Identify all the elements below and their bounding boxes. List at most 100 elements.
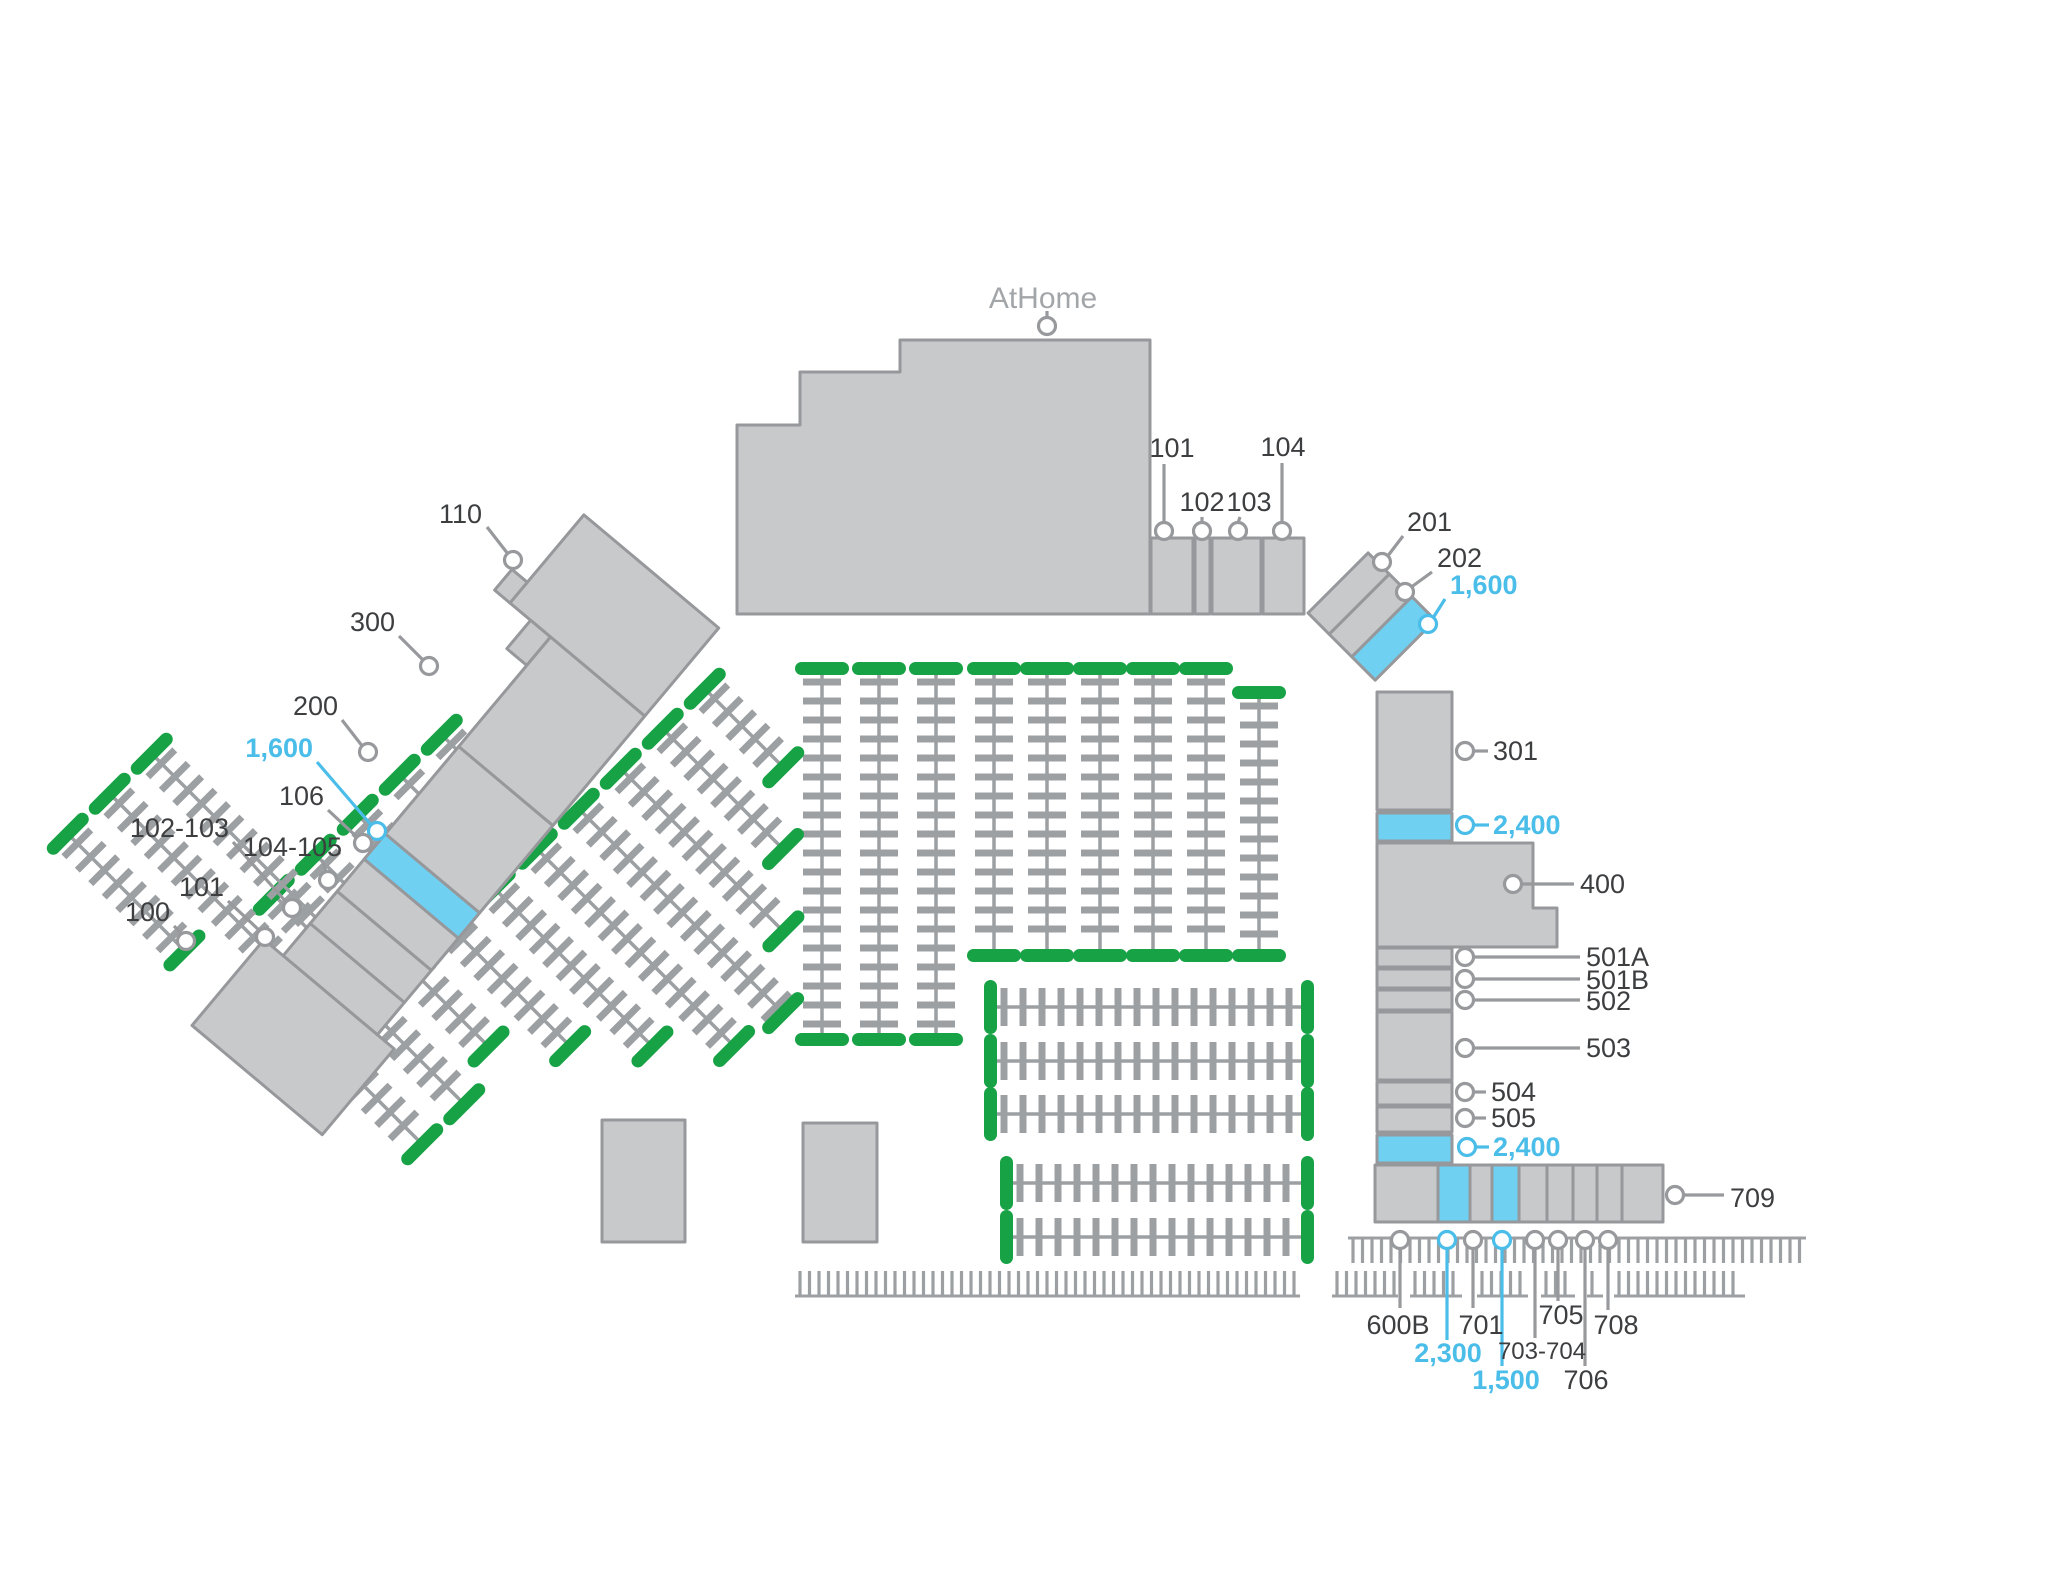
curb-end-icon xyxy=(599,747,642,790)
unit-number-label-u300: 300 xyxy=(350,607,395,637)
parking-row xyxy=(1232,686,1286,962)
parking-row xyxy=(473,867,674,1068)
curb-end-icon xyxy=(1073,662,1127,675)
leader-dot-u106 xyxy=(352,832,374,854)
parking-row xyxy=(130,732,347,949)
unit-number-label-u106: 106 xyxy=(279,781,324,811)
unit-202b-available[interactable] xyxy=(1350,595,1437,682)
leader-dot-u201 xyxy=(1371,551,1393,573)
leader-dot-u701 xyxy=(1462,1229,1484,1251)
leader-dot-u110 xyxy=(502,549,524,571)
unit-2300-available[interactable] xyxy=(1436,1163,1472,1224)
unit-103-right xyxy=(1210,536,1263,616)
unit-number-label-u100: 100 xyxy=(125,897,170,927)
leader-dot-u104105 xyxy=(317,869,339,891)
available-sqft-label-sf2300[interactable]: 2,300 xyxy=(1414,1338,1482,1368)
unit-703-704 xyxy=(1517,1163,1549,1224)
anchor-tenant-label-athome: AtHome xyxy=(989,282,1097,315)
leader-lines-layer xyxy=(172,311,1724,1366)
leader-dot-sf1600R xyxy=(1417,613,1439,635)
unit-number-label-u200: 200 xyxy=(293,691,338,721)
leader-dot-u600B xyxy=(1389,1229,1411,1251)
curb-end-icon xyxy=(795,662,849,675)
unit-1500-available[interactable] xyxy=(1490,1163,1521,1224)
unit-number-label-u504: 504 xyxy=(1491,1077,1536,1107)
unit-number-label-u708: 708 xyxy=(1593,1310,1638,1340)
parking-row xyxy=(852,662,906,1046)
curb-end-icon xyxy=(909,662,963,675)
curb-end-icon xyxy=(762,746,805,789)
curb-end-icon xyxy=(909,1033,963,1046)
unit-501B xyxy=(1375,967,1454,990)
unit-number-label-u102103: 102-103 xyxy=(130,813,229,843)
unit-2400b-available[interactable] xyxy=(1375,1133,1454,1165)
leader-line-u106 xyxy=(326,808,360,840)
unit-501A xyxy=(1375,946,1454,969)
unit-708 xyxy=(1595,1163,1624,1224)
parking-row xyxy=(557,787,805,1035)
leader-dot-u200 xyxy=(357,741,379,763)
available-sqft-label-sf1500[interactable]: 1,500 xyxy=(1472,1365,1540,1395)
curb-end-icon xyxy=(713,1025,756,1068)
unit-100 xyxy=(190,938,396,1137)
unit-number-label-u301: 301 xyxy=(1493,736,1538,766)
leader-dot-u103R xyxy=(1227,520,1249,542)
unit-number-label-u104R: 104 xyxy=(1260,432,1305,462)
unit-number-label-u201: 201 xyxy=(1407,507,1452,537)
curb-end-icon xyxy=(967,949,1021,962)
curb-end-icon xyxy=(984,1087,997,1141)
curb-end-icon xyxy=(1000,1156,1013,1210)
unit-number-label-u501A: 501A xyxy=(1586,942,1649,972)
curb-end-icon xyxy=(852,1033,906,1046)
curb-end-icon xyxy=(683,667,726,710)
leader-dot-u708 xyxy=(1597,1229,1619,1251)
leader-dot-u502 xyxy=(1454,989,1476,1011)
available-sqft-label-sf2400a[interactable]: 2,400 xyxy=(1493,810,1561,840)
parking-row xyxy=(984,980,1314,1034)
leader-dot-u501B xyxy=(1454,968,1476,990)
curb-end-icon xyxy=(641,707,684,750)
curb-end-icon xyxy=(1232,686,1286,699)
outparcel-1 xyxy=(600,1118,687,1244)
unit-number-label-u102R: 102 xyxy=(1179,487,1224,517)
leader-dot-u400 xyxy=(1502,873,1524,895)
unit-504 xyxy=(1375,1080,1454,1107)
unit-709 xyxy=(1620,1163,1665,1224)
leader-dot-u102R xyxy=(1191,520,1213,542)
parking-row xyxy=(967,662,1021,962)
unit-number-label-u110: 110 xyxy=(439,499,482,529)
leader-dot-u503 xyxy=(1454,1037,1476,1059)
parking-row xyxy=(1179,662,1233,962)
curb-end-icon xyxy=(1073,949,1127,962)
leader-dot-u104R xyxy=(1271,520,1293,542)
curb-end-icon xyxy=(984,980,997,1034)
curb-end-icon xyxy=(557,787,600,830)
leader-dot-u709 xyxy=(1664,1184,1686,1206)
unit-600B xyxy=(1373,1163,1440,1224)
unit-2400a-available[interactable] xyxy=(1375,811,1454,843)
parking-row xyxy=(984,1087,1314,1141)
parking-row xyxy=(1000,1156,1314,1210)
available-sqft-label-sf1600L[interactable]: 1,600 xyxy=(245,733,313,763)
unit-number-label-u705: 705 xyxy=(1538,1300,1583,1330)
curb-end-icon xyxy=(46,812,89,855)
unit-number-label-u101L: 101 xyxy=(179,872,224,902)
leader-dot-u101R xyxy=(1153,520,1175,542)
parking-row-single xyxy=(1614,1271,1745,1298)
parking-row-single xyxy=(1410,1271,1462,1298)
available-sqft-label-sf1600R[interactable]: 1,600 xyxy=(1450,570,1518,600)
leader-line-u101L xyxy=(226,899,263,934)
parking-row xyxy=(984,1034,1314,1088)
curb-end-icon xyxy=(761,827,804,870)
available-sqft-label-sf2400b[interactable]: 2,400 xyxy=(1493,1132,1561,1162)
curb-end-icon xyxy=(1020,662,1074,675)
curb-end-icon xyxy=(795,1033,849,1046)
unit-102-right xyxy=(1193,536,1212,616)
leader-dot-u100 xyxy=(175,930,197,952)
curb-end-icon xyxy=(1301,1210,1314,1264)
leader-dot-sf2400a xyxy=(1454,814,1476,836)
leader-dots-layer xyxy=(175,315,1686,1251)
curb-end-icon xyxy=(378,753,421,796)
unit-701 xyxy=(1468,1163,1494,1224)
